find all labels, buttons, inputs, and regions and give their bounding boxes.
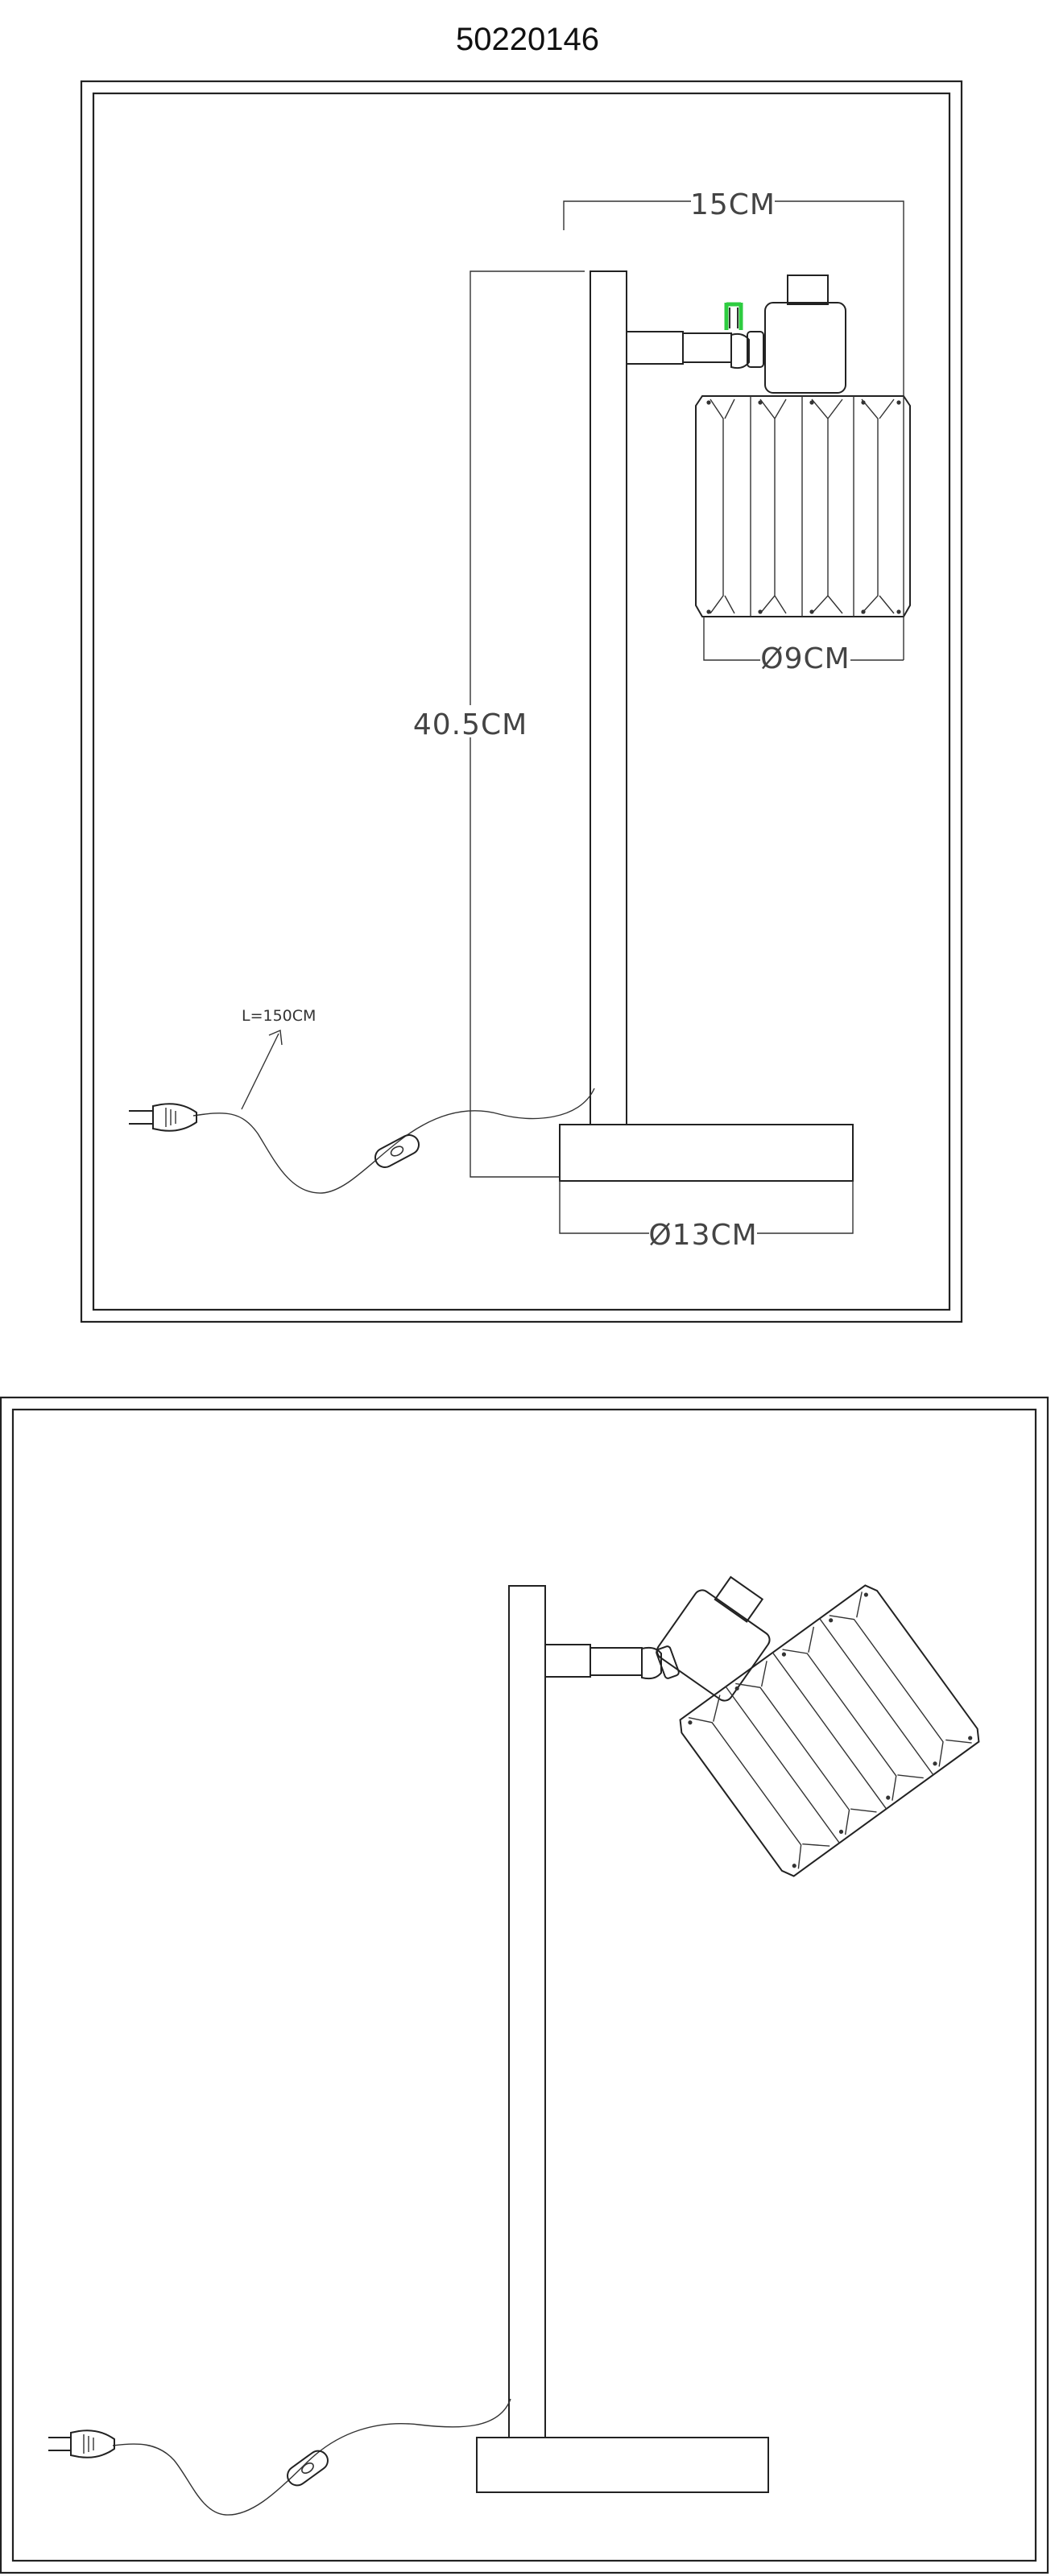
bottom-panel	[0, 1396, 1049, 2574]
lamp-post-2	[508, 1585, 546, 2438]
top-panel-outer-frame	[80, 80, 963, 1323]
socket-housing-2	[656, 1575, 771, 1702]
arm-knob-2	[656, 1645, 680, 1679]
bottom-panel-inner-frame	[11, 1408, 1037, 2562]
lamp-post	[590, 270, 627, 1125]
lamp-base-2	[476, 2437, 769, 2493]
power-plug-icon-2	[48, 2429, 115, 2458]
lamp-arm-2	[544, 1644, 591, 1678]
arm-joint-2	[590, 1647, 643, 1676]
bottom-panel-outer-frame	[0, 1396, 1049, 2574]
top-panel: 15CM Ø9CM 40.5CM Ø13CM	[80, 80, 963, 1323]
dimension-arm-reach: 15CM	[563, 187, 904, 660]
lamp-base	[559, 1124, 854, 1182]
dimension-base-diameter: Ø13CM	[559, 1181, 854, 1252]
arm-joint	[682, 332, 732, 363]
dimension-base-diameter-label: Ø13CM	[648, 1219, 757, 1252]
cord-length-annotation: L=150CM	[241, 1007, 316, 1110]
arm-knob	[747, 331, 764, 368]
top-panel-inner-frame	[92, 92, 951, 1311]
crystal-shade-front	[695, 395, 911, 617]
drawing-title: 50220146	[456, 22, 599, 57]
dimension-height-label: 40.5CM	[413, 708, 528, 741]
cord-length-label: L=150CM	[242, 1007, 316, 1025]
socket-housing	[764, 302, 846, 394]
dimension-height: 40.5CM	[413, 270, 585, 1178]
dimension-shade-diameter: Ø9CM	[703, 617, 904, 675]
power-cord-2	[112, 2398, 511, 2516]
inline-switch-icon-2	[287, 2450, 329, 2487]
inline-switch-icon	[374, 1134, 420, 1168]
socket-cap	[787, 275, 829, 305]
dimension-shade-diameter-label: Ø9CM	[760, 642, 850, 675]
power-cord	[192, 1088, 595, 1194]
crystal-shade-tilted	[679, 1584, 980, 1877]
arm-knuckle	[730, 332, 750, 369]
lamp-arm	[626, 331, 684, 365]
dimension-arm-reach-label: 15CM	[690, 188, 776, 221]
power-plug-icon	[129, 1103, 197, 1132]
arm-knuckle-2	[641, 1646, 662, 1680]
green-clip-icon	[724, 302, 743, 330]
